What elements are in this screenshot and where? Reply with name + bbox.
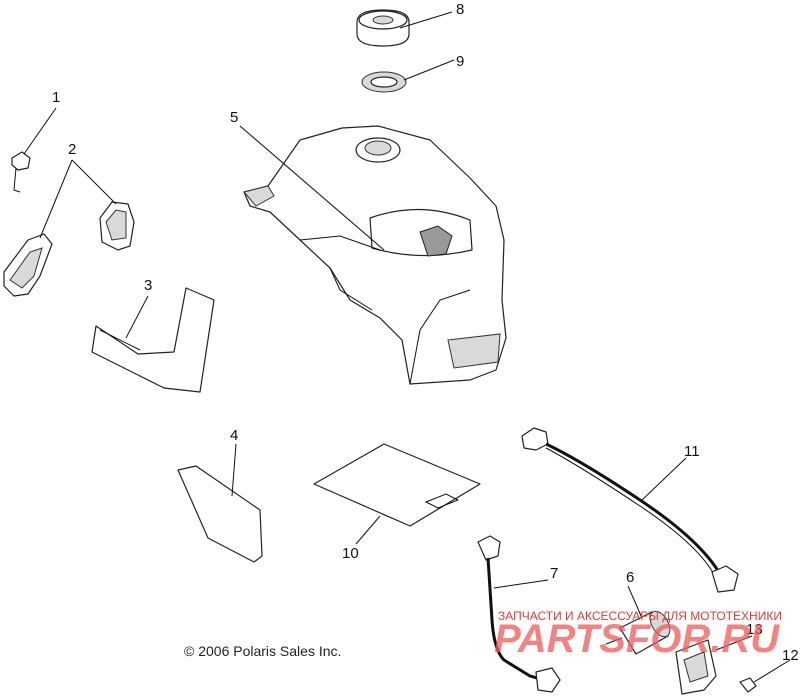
part-fuel-hose [477,535,561,693]
part-heat-shield [177,465,263,563]
part-fuel-cap [356,9,410,47]
callout-3: 3 [144,277,152,294]
callout-5: 5 [230,109,238,126]
callout-2: 2 [68,141,76,158]
callout-13: 13 [746,621,763,638]
callout-labels: 1 2 3 4 5 6 7 8 9 10 11 12 13 [52,1,799,664]
part-bracket-left [3,233,53,297]
part-clamp [675,639,717,695]
part-fuel-filter [605,610,671,655]
part-screw [739,677,757,693]
copyright-text: © 2006 Polaris Sales Inc. [184,643,341,659]
part-sheet [313,443,481,527]
callout-8: 8 [456,1,464,18]
watermark-subtitle: ЗАПЧАСТИ И АКСЕССУАРЫ ДЛЯ МОТОТЕХНИКИ [498,609,782,623]
callout-12: 12 [782,647,799,664]
watermark: ЗАПЧАСТИ И АКСЕССУАРЫ ДЛЯ МОТОТЕХНИКИ PA… [494,609,782,661]
callout-9: 9 [456,53,464,70]
leader-lines [23,11,791,683]
part-fuel-line [521,427,739,593]
callout-11: 11 [684,443,700,460]
watermark-brand: PARTSFOR.RU [494,617,780,661]
part-bolt [11,151,31,193]
part-pad [91,287,215,393]
callout-10: 10 [342,545,359,562]
part-bracket-right [99,201,135,251]
callout-4: 4 [230,427,238,444]
callout-7: 7 [550,565,558,582]
callout-1: 1 [52,89,60,106]
part-gasket [361,71,407,93]
part-fuel-tank [243,125,507,385]
callout-6: 6 [626,569,634,586]
